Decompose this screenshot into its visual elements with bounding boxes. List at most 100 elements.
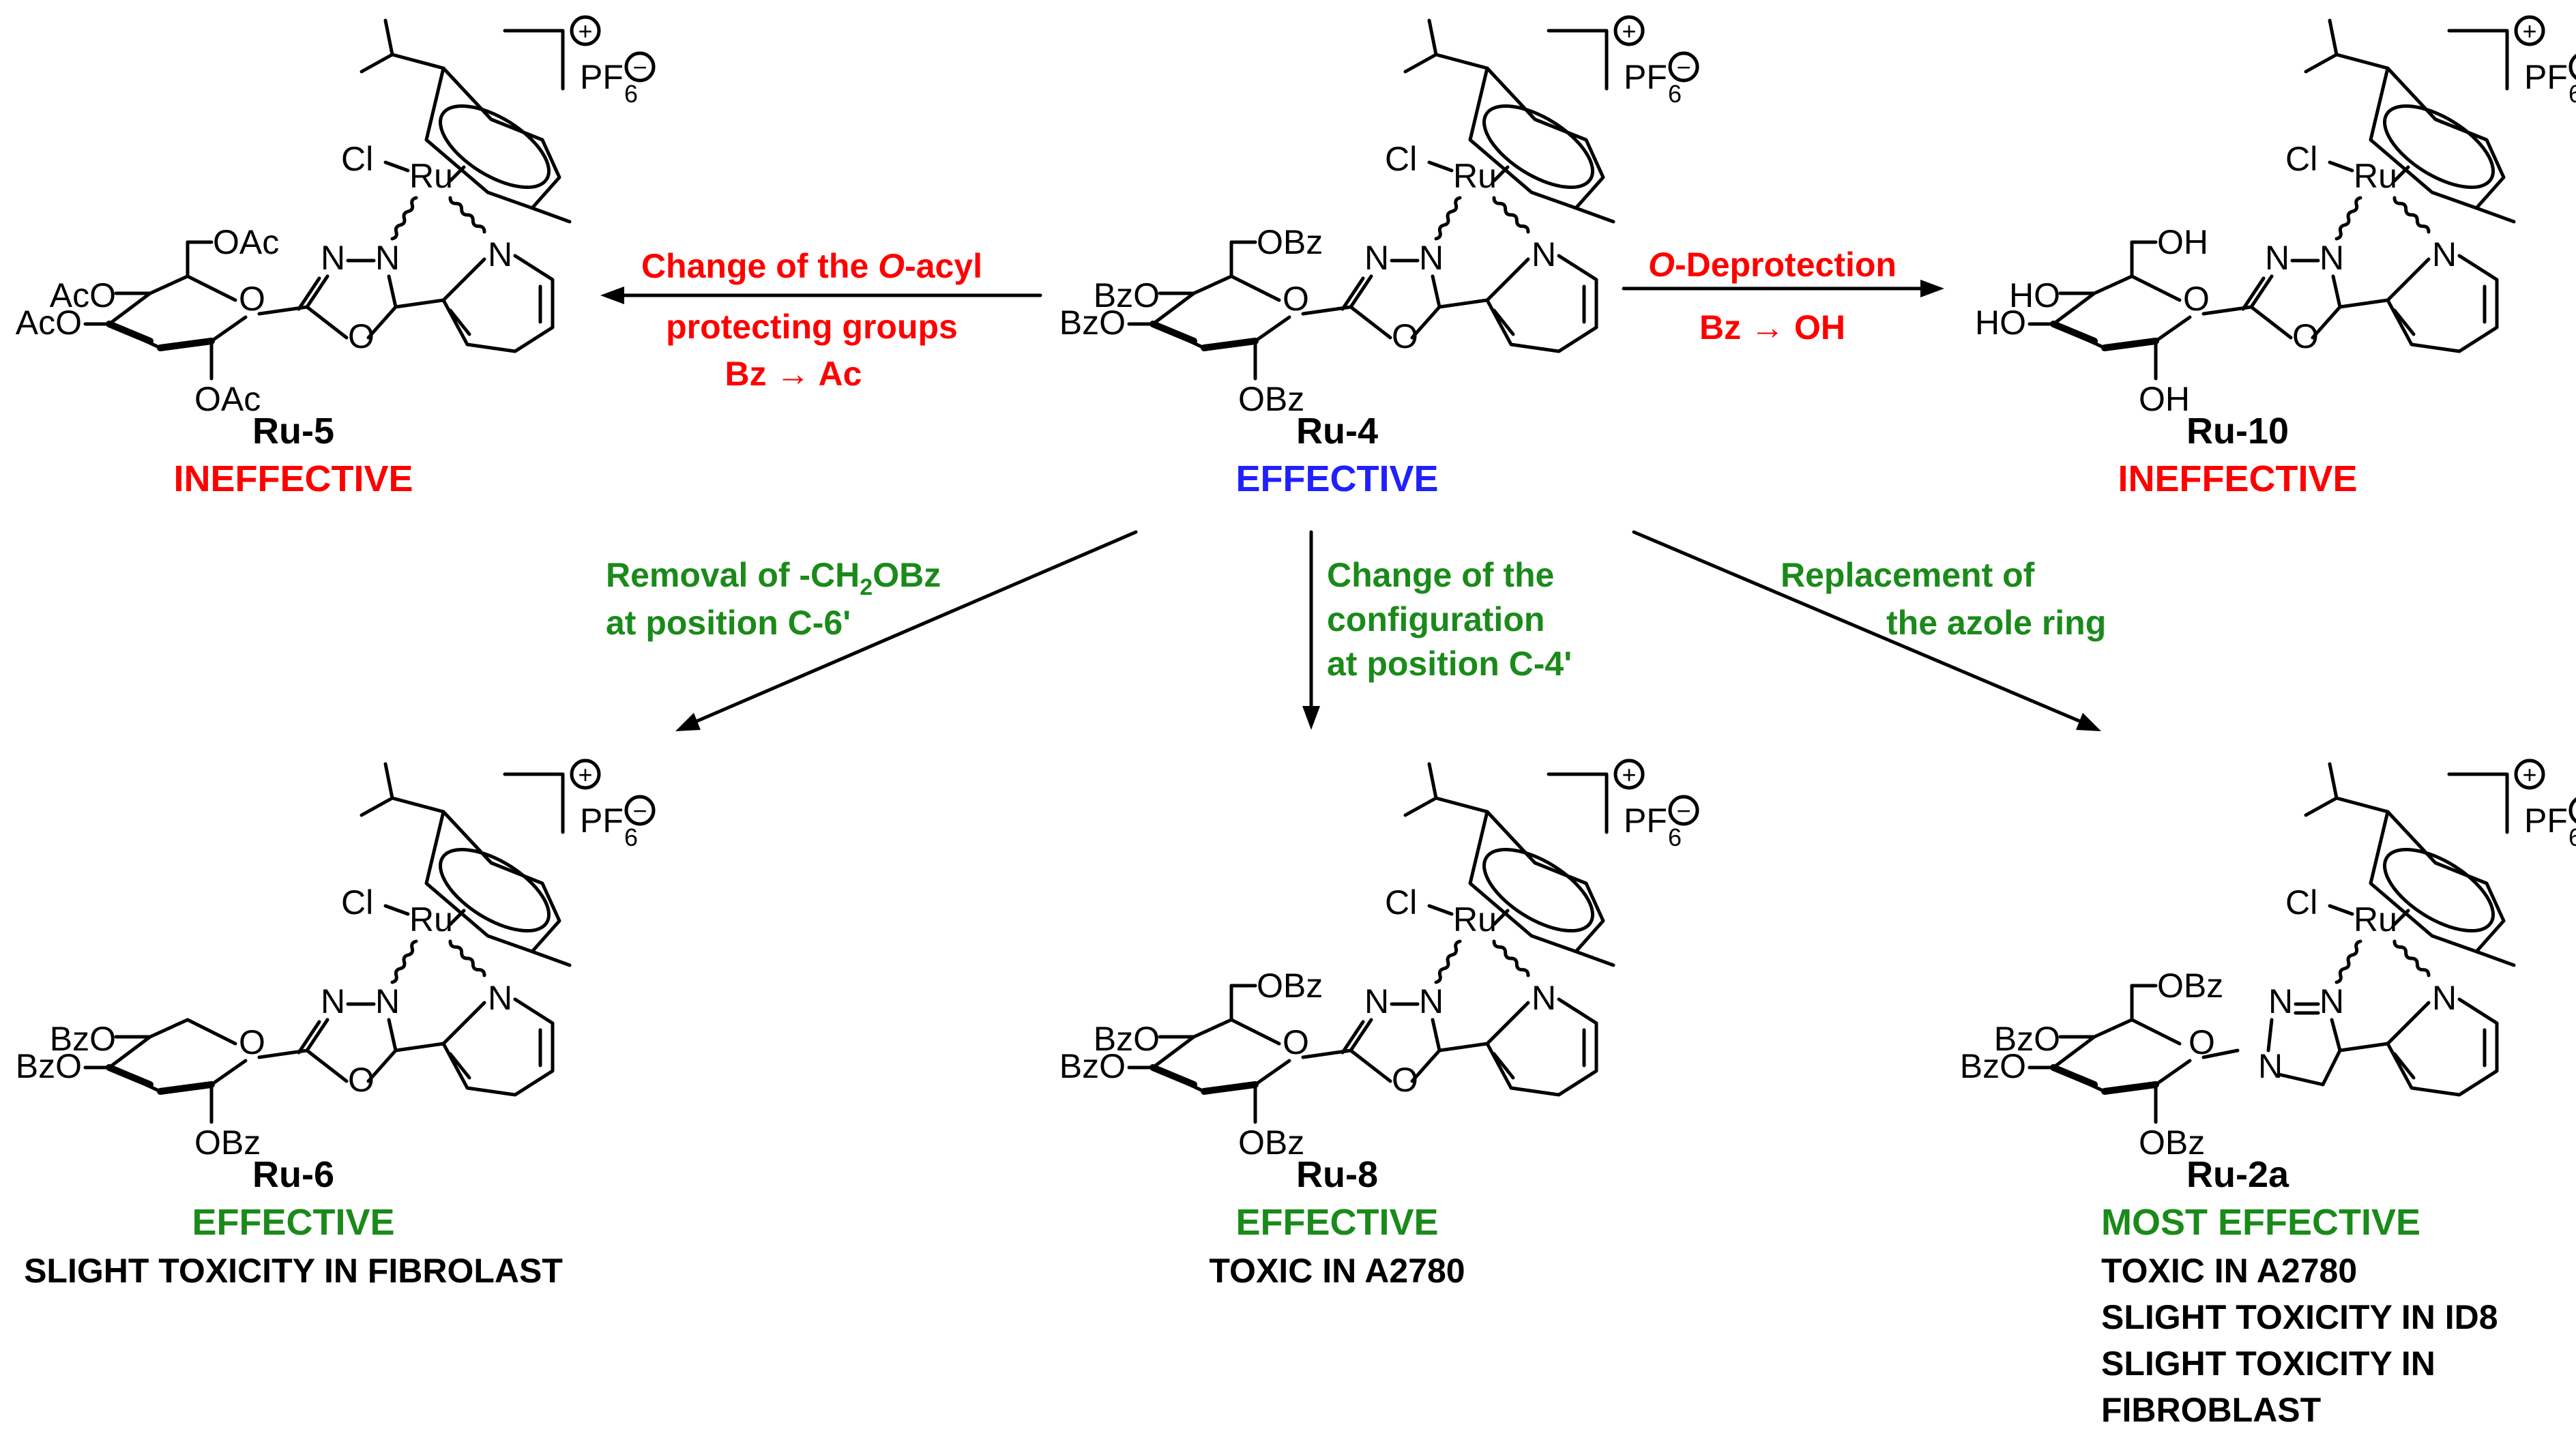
charge-plus-circle: [1613, 15, 1645, 46]
ru-npy-wavy-bond: [2392, 939, 2431, 977]
triazole-n3: N: [2258, 1047, 2283, 1085]
deprotection-label-line1: O-Deprotection: [1648, 246, 1897, 284]
compound-id: Ru-8: [1296, 1154, 1378, 1195]
pf6-subscript: 6: [1668, 823, 1682, 851]
arrowhead-configuration: [1302, 706, 1320, 730]
wedge-bond: [106, 1064, 153, 1088]
cation-bracket: [2447, 772, 2509, 834]
ring-bond: [2311, 305, 2342, 340]
methyl-bond: [1574, 950, 1615, 967]
charge-plus: +: [578, 17, 592, 45]
charge-plus: +: [578, 761, 592, 789]
ru-n-wavy-bond: [390, 939, 418, 984]
anomeric-link: [257, 1048, 309, 1059]
compound-id: Ru-10: [2186, 411, 2289, 452]
pf6-anion: PF: [2524, 801, 2568, 840]
compound-id: Ru-6: [252, 1154, 334, 1195]
ru-arene-bond: [2392, 909, 2410, 926]
removal-label-line1: Removal of -CH2OBz: [606, 556, 941, 600]
acyl-label-line2: protecting groups: [666, 308, 958, 346]
compound-result: MOST EFFECTIVE: [2101, 1202, 2420, 1243]
ru-npy-wavy-bond: [2392, 196, 2431, 234]
wedge-bond: [106, 321, 153, 344]
ru-n-wavy-bond: [2334, 196, 2362, 241]
ring-bond: [1410, 1048, 1441, 1083]
compound-id: Ru-5: [252, 411, 334, 452]
ring-bond: [2266, 1018, 2274, 1053]
pf6-anion: PF: [580, 58, 624, 96]
pyranose-ring: [1151, 1018, 1291, 1093]
ru-n-wavy-bond: [1434, 939, 1462, 984]
ring-bond: [297, 276, 321, 311]
pf6-anion: PF: [2524, 58, 2568, 96]
methyl-bond: [530, 206, 572, 224]
arrowhead-deprotection: [1920, 280, 1944, 297]
charge-minus: −: [1676, 53, 1690, 81]
isopropyl-bond: [2334, 796, 2390, 814]
ru-npy-wavy-bond: [448, 939, 486, 977]
wedge-bond: [2101, 1081, 2159, 1095]
arene-pi-ellipse: [1482, 847, 1595, 933]
triazole-n2: N: [2319, 982, 2344, 1020]
isopropyl-bond: [2334, 53, 2390, 70]
ring-bond: [2321, 1048, 2342, 1087]
arene-ring: [2369, 66, 2506, 210]
pf6-anion: PF: [1624, 801, 1667, 840]
ruthenium-atom: Ru: [1453, 900, 1497, 939]
cation-bracket: [503, 772, 565, 834]
triazole-n1: N: [2268, 982, 2293, 1020]
ru-cl-bond: [1427, 904, 1454, 916]
compound-note: SLIGHT TOXICITY IN FIBROLAST: [24, 1252, 563, 1290]
arrowhead-acyl: [600, 286, 624, 304]
arene-pi-ellipse: [1482, 104, 1595, 190]
wedge-bond: [1150, 1064, 1197, 1088]
chloride-atom: Cl: [341, 140, 373, 178]
charge-minus-circle: [1668, 51, 1699, 83]
pyranose-ring: [107, 1018, 248, 1093]
pyridine-n: N: [2432, 979, 2457, 1017]
ru-npy-wavy-bond: [1492, 196, 1530, 234]
compound-id: Ru-4: [1296, 411, 1378, 452]
ring-bond: [387, 1018, 398, 1053]
isopropyl-bond: [1434, 53, 1489, 70]
pyridine-double: [1492, 1052, 1515, 1080]
config-label-line1: Change of the: [1327, 556, 1554, 594]
ring-bond: [305, 1048, 349, 1083]
ru-n-wavy-bond: [1434, 196, 1462, 241]
isopropyl-methyl-bond: [360, 796, 394, 817]
anomeric-link: [2201, 1048, 2240, 1059]
charge-minus-circle: [2568, 797, 2576, 823]
chloride-atom: Cl: [1385, 883, 1417, 922]
wedge-bond: [1201, 338, 1259, 351]
config-label-line3: at position C-4': [1327, 645, 1572, 683]
oxadiazole-n: N: [1364, 982, 1389, 1020]
ring-bond: [1431, 1018, 1441, 1053]
sugar-c2-substituent: OAc: [194, 380, 261, 418]
isopropyl-methyl-bond: [1427, 18, 1438, 57]
azole-label-line2: the azole ring: [1886, 604, 2106, 642]
ring-bond: [2277, 1072, 2325, 1087]
oxadiazole-n2: N: [1419, 239, 1444, 277]
compound-note: TOXIC IN A2780: [2101, 1252, 2357, 1290]
pyridine-double: [2392, 1052, 2416, 1080]
pf6-subscript: 6: [2568, 823, 2576, 851]
ring-bond: [2241, 276, 2266, 311]
compound-result: EFFECTIVE: [1235, 1202, 1438, 1243]
oxadiazole-n: N: [1364, 239, 1389, 277]
sugar-c3-substituent: BzO: [1960, 1047, 2026, 1085]
compound-note: FIBROBLAST: [2101, 1391, 2321, 1429]
pyridine-double: [1492, 308, 1515, 336]
wedge-bond: [157, 338, 215, 351]
isopropyl-methyl-bond: [1403, 53, 1438, 74]
charge-minus-circle: [624, 51, 656, 83]
sugar-ring-o: O: [2183, 280, 2210, 318]
isopropyl-methyl-bond: [2304, 53, 2339, 74]
compound-note: TOXIC IN A2780: [1209, 1252, 1465, 1290]
sugar-c2-substituent: OBz: [1238, 380, 1304, 418]
arene-pi-ellipse: [2382, 104, 2496, 190]
ring-bond: [1349, 1018, 1373, 1053]
pyridine-n: N: [2432, 235, 2457, 274]
